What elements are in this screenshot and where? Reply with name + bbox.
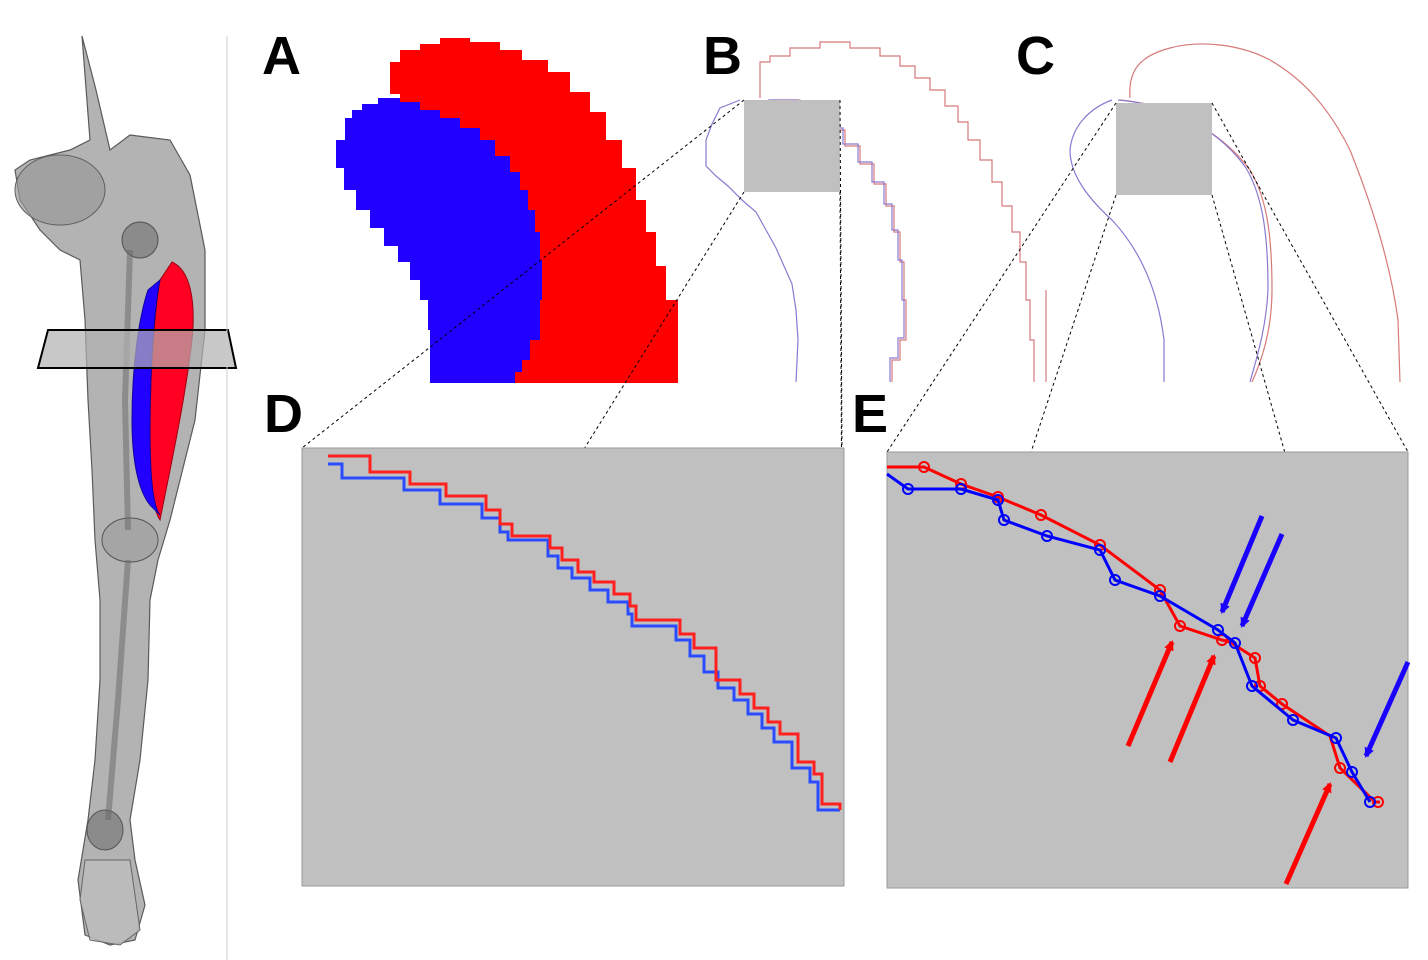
red-arrow: [1167, 654, 1217, 763]
section-plane: [36, 329, 238, 369]
red-vertex: [1216, 634, 1228, 646]
panel-label-c: C: [1016, 26, 1055, 86]
red-outline-c: [1129, 43, 1401, 383]
blue-vertices: [902, 483, 1376, 808]
leg-model: [14, 35, 238, 946]
blue-arrow: [1363, 660, 1411, 758]
red-arrow: [1125, 640, 1175, 747]
blue-vertex: [1212, 624, 1224, 636]
panel-label-b: B: [703, 26, 742, 86]
panel-e-box: [886, 451, 1409, 889]
blue-vertex: [1287, 714, 1299, 726]
red-vertices: [918, 461, 1384, 808]
blue-vertex: [992, 494, 1004, 506]
femoral-head: [121, 221, 159, 259]
femur-line: [121, 249, 133, 531]
panel-e-blue: [886, 472, 1376, 808]
blue-vertex: [1094, 544, 1106, 556]
connector-c-top-left: [886, 102, 1117, 453]
blue-vertex: [1330, 732, 1342, 744]
zoom-box-c: [1116, 103, 1212, 195]
panel-label-d: D: [264, 384, 303, 444]
red-vertex: [1334, 762, 1346, 774]
panel-label-a: A: [262, 26, 301, 86]
blue-vertex: [1154, 590, 1166, 602]
blue-outer-outline-b: [705, 99, 799, 383]
zoom-box-b: [744, 100, 840, 192]
blue-vertex: [1109, 574, 1121, 586]
foot-shape: [79, 859, 141, 946]
red-vertex: [1035, 509, 1047, 521]
panel-d-box: [301, 447, 845, 887]
blue-vertex: [1246, 680, 1258, 692]
blue-arrow: [1219, 515, 1265, 614]
red-staircase: [328, 454, 842, 810]
connector-b-top-left: [301, 99, 745, 449]
blue-vertex: [998, 514, 1010, 526]
panel-c-outlines: [1045, 43, 1401, 383]
tibia-line: [105, 559, 131, 821]
connector-b-top-right: [839, 99, 843, 449]
red-vertex: [1372, 796, 1384, 808]
panel-e-red: [887, 461, 1384, 808]
blue-vertex: [955, 483, 967, 495]
red-vertex: [1249, 652, 1261, 664]
red-region: [390, 38, 678, 383]
blue-vertex: [1229, 637, 1241, 649]
red-outline-b: [759, 41, 1035, 382]
blue-vertex: [1346, 766, 1358, 778]
panel-e-arrows: [1125, 515, 1411, 886]
red-vertex: [1174, 620, 1186, 632]
panel-label-e: E: [852, 384, 888, 444]
pelvis-shape: [14, 154, 106, 226]
blue-polyline: [886, 472, 1372, 803]
blue-staircase: [328, 462, 840, 812]
red-vertex: [918, 461, 930, 473]
blue-vertex: [1041, 530, 1053, 542]
panel-b-outlines: [705, 41, 1035, 383]
red-polyline: [887, 465, 1380, 804]
ankle-shape: [86, 809, 124, 851]
blue-outer-outline-c: [1069, 99, 1165, 382]
blue-arrow: [1239, 533, 1285, 628]
blue-vertex: [1364, 796, 1376, 808]
connector-c-top-right: [1211, 102, 1409, 453]
panel-a-regions: [336, 38, 678, 383]
red-arrow: [1283, 782, 1333, 886]
blue-region: [336, 98, 542, 383]
blue-vertex: [902, 483, 914, 495]
